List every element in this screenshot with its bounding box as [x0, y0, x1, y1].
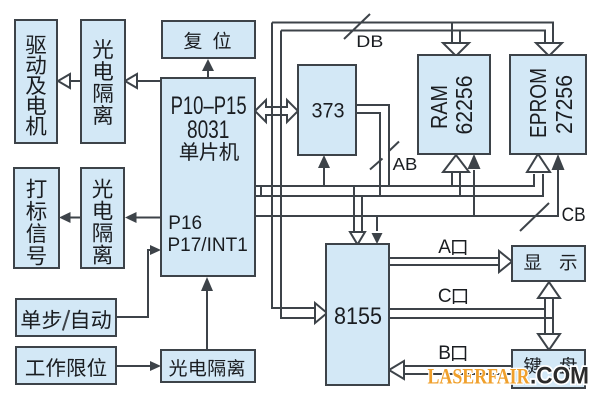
svg-text:DB: DB	[356, 33, 383, 51]
svg-text:B: B	[438, 343, 451, 364]
svg-text:P16: P16	[168, 213, 202, 234]
svg-text:.COM: .COM	[530, 363, 589, 390]
svg-text:P17/INT1: P17/INT1	[168, 235, 248, 256]
svg-text:RAM: RAM	[426, 85, 452, 129]
svg-text:8031: 8031	[187, 116, 230, 144]
svg-text:C: C	[438, 286, 452, 307]
svg-text:P10–P15: P10–P15	[171, 92, 247, 120]
svg-text:LASERFAIR: LASERFAIR	[428, 364, 531, 389]
svg-text:27256: 27256	[551, 75, 577, 134]
svg-text:AB: AB	[393, 154, 418, 174]
svg-text:EPROM: EPROM	[525, 68, 551, 138]
svg-text:CB: CB	[562, 205, 586, 226]
svg-text:A: A	[438, 237, 451, 258]
svg-text:8155: 8155	[334, 303, 382, 330]
svg-text:62256: 62256	[451, 76, 477, 135]
svg-text:373: 373	[312, 99, 345, 123]
